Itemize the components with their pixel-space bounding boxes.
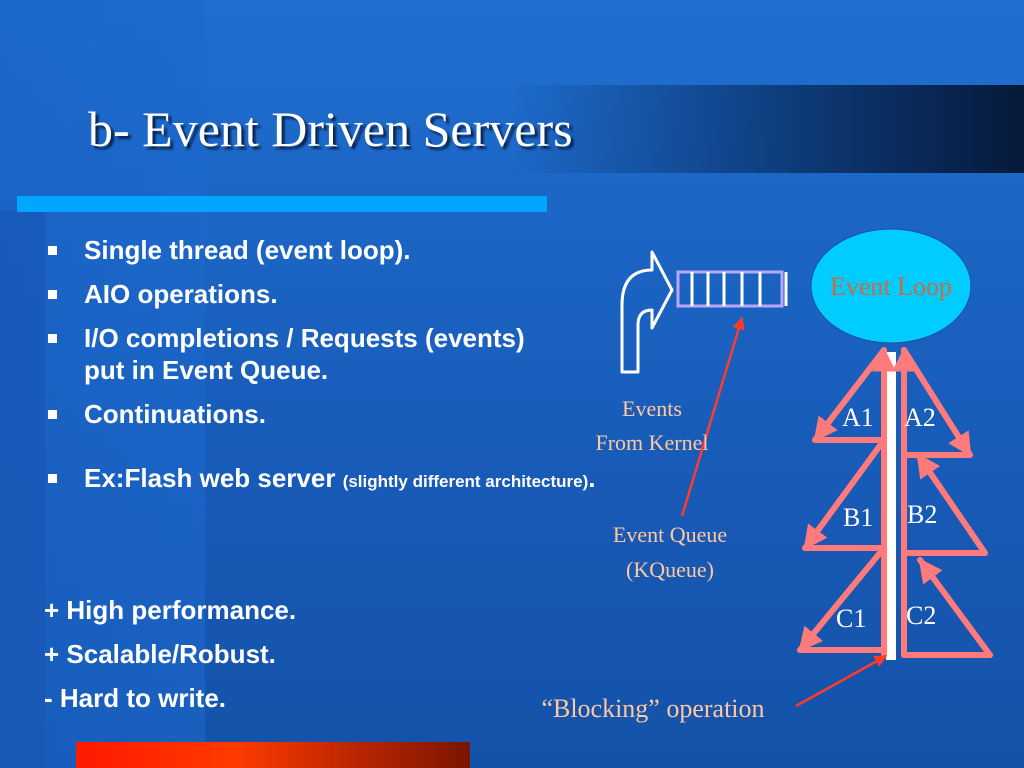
bullet-item: Single thread (event loop). — [46, 234, 626, 266]
bullet-item: I/O completions / Requests (events) put … — [46, 322, 564, 386]
arrow-b2-up — [915, 452, 988, 556]
bullet-square-icon — [48, 246, 57, 255]
arrow-c2-up — [917, 557, 993, 658]
event-loop-node — [810, 228, 972, 344]
bullet-item-example: Ex:Flash web server (slightly different … — [46, 458, 624, 502]
bullet-square-icon — [48, 410, 57, 419]
bottom-accent-bar — [76, 742, 470, 768]
pros-cons-list: + High performance. + Scalable/Robust. -… — [44, 588, 296, 720]
title-band — [0, 85, 1024, 173]
continuation-arrows — [797, 347, 993, 658]
example-end-text: . — [588, 463, 596, 493]
event-queue-box-icon — [676, 270, 788, 308]
node-c2-label: C2 — [906, 601, 937, 630]
bullet-item: Continuations. — [46, 398, 626, 430]
arrow-c1 — [797, 545, 887, 653]
left-decor-strip-inner — [0, 210, 45, 768]
node-a1-label: A1 — [842, 403, 874, 432]
bullet-text: AIO operations. — [84, 279, 278, 309]
events-label-line-2: From Kernel — [595, 430, 709, 455]
event-queue-label-line-1: Event Queue — [612, 522, 728, 547]
kernel-arrow-icon — [620, 250, 674, 374]
event-loop-label: Event Loop — [829, 272, 953, 301]
pros-cons-item: + High performance. — [44, 595, 297, 625]
pros-cons-item: + Scalable/Robust. — [44, 639, 276, 669]
pros-cons-item: - Hard to write. — [44, 683, 227, 713]
events-from-kernel-label: Events From Kernel — [566, 392, 738, 460]
node-b2-label: B2 — [907, 500, 938, 529]
blocking-pointer-line — [795, 654, 888, 708]
event-queue-label: Event Queue (KQueue) — [584, 517, 756, 587]
event-queue-label-line-2: (KQueue) — [626, 557, 714, 582]
example-note-text: (slightly different architecture) — [342, 472, 589, 491]
bullet-list: Single thread (event loop). AIO operatio… — [46, 234, 626, 514]
blocking-operation-label: “Blocking” operation — [541, 694, 765, 723]
arrow-a1 — [812, 347, 887, 443]
events-label-line-1: Events — [622, 396, 682, 421]
node-a2-label: A2 — [904, 403, 936, 432]
bullet-text: Continuations. — [84, 399, 266, 429]
queue-pointer-line — [680, 316, 745, 517]
bullet-square-icon — [48, 334, 57, 343]
bullet-item: AIO operations. — [46, 278, 626, 310]
node-b1-label: B1 — [843, 503, 874, 532]
slide-title: b- Event Driven Servers — [88, 101, 573, 157]
bullet-square-icon — [48, 474, 57, 483]
bullet-text: I/O completions / Requests (events) put … — [84, 323, 525, 385]
arrow-b1 — [802, 437, 887, 551]
arrow-a2 — [901, 347, 973, 458]
title-rule — [17, 196, 547, 212]
example-main-text: Ex:Flash web server — [84, 463, 343, 493]
bullet-text: Single thread (event loop). — [84, 235, 411, 265]
bullet-square-icon — [48, 290, 57, 299]
node-c1-label: C1 — [836, 604, 867, 633]
loop-trunk — [886, 352, 896, 660]
